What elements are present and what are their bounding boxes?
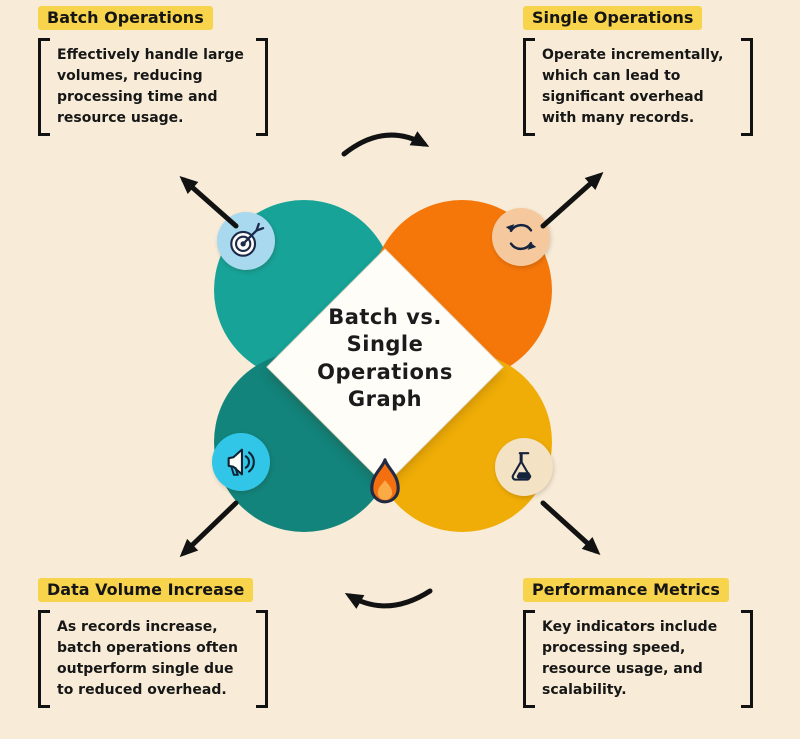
flask-icon-badge [495, 438, 553, 496]
batch-operations-block: Effectively handle large volumes, reduci… [38, 38, 268, 136]
recycle-icon [505, 223, 537, 251]
performance-metrics-description: Key indicators include processing speed,… [542, 619, 718, 698]
bracket-left [523, 38, 535, 136]
bracket-left [523, 610, 535, 708]
performance-metrics-title-highlight: Performance Metrics [523, 578, 729, 602]
performance-metrics-title: Performance Metrics [523, 578, 729, 602]
recycle-icon-badge [492, 208, 550, 266]
target-icon-badge [217, 212, 275, 270]
arrow-bottom-curve [344, 588, 433, 609]
batch-operations-title-highlight: Batch Operations [38, 6, 213, 30]
data-volume-title-highlight: Data Volume Increase [38, 578, 254, 602]
batch-operations-title: Batch Operations [38, 6, 213, 30]
single-operations-description: Operate incrementally, which can lead to… [542, 47, 724, 126]
bracket-left [38, 38, 50, 136]
flame-icon [370, 458, 400, 504]
megaphone-icon [227, 448, 255, 476]
diagram-title: Batch vs. Single Operations Graph [280, 304, 490, 413]
arrow-top-curve [341, 131, 430, 157]
single-operations-title-highlight: Single Operations [523, 6, 703, 30]
bracket-right [741, 38, 753, 136]
arrow-top-right [540, 172, 604, 229]
diagram-title-line: Graph [347, 386, 423, 411]
diagram-title-line: Operations [317, 359, 453, 384]
arrow-bottom-right [540, 500, 601, 556]
flask-icon [511, 452, 532, 481]
data-volume-block: As records increase, batch operations of… [38, 610, 268, 708]
single-operations-block: Operate incrementally, which can lead to… [523, 38, 753, 136]
data-volume-title: Data Volume Increase [38, 578, 254, 602]
bracket-right [256, 38, 268, 136]
bracket-right [741, 610, 753, 708]
batch-operations-description: Effectively handle large volumes, reduci… [57, 47, 244, 126]
megaphone-icon-badge [212, 433, 270, 491]
bracket-right [256, 610, 268, 708]
diagram-title-line: Batch vs. [328, 305, 442, 329]
diagram-title-line: Single [346, 332, 424, 357]
data-volume-description: As records increase, batch operations of… [57, 619, 238, 698]
arrow-bottom-left [179, 500, 239, 558]
target-icon [230, 222, 265, 257]
performance-metrics-block: Key indicators include processing speed,… [523, 610, 753, 708]
single-operations-title: Single Operations [523, 6, 703, 30]
bracket-left [38, 610, 50, 708]
